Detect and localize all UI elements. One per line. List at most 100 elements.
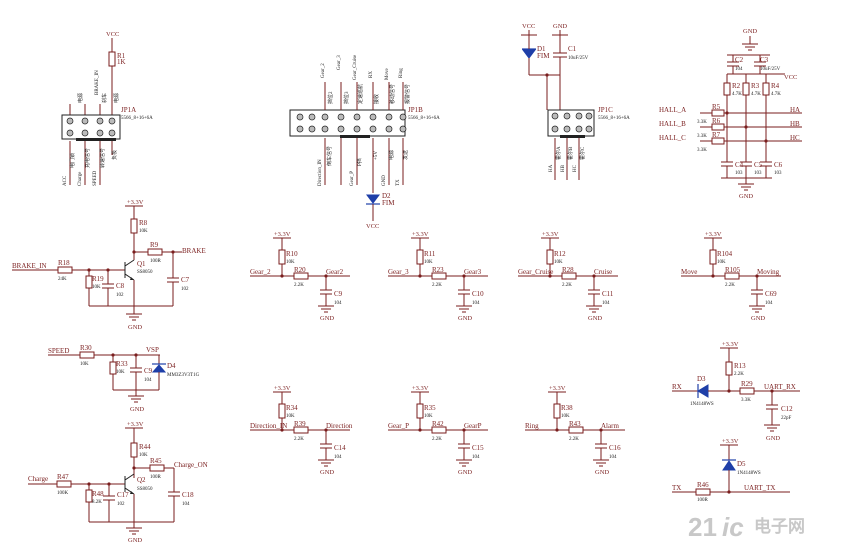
svg-text:103: 103 (754, 171, 762, 176)
svg-text:VCC: VCC (784, 74, 797, 81)
svg-text:104: 104 (334, 455, 342, 460)
svg-text:5566_8+16+6A: 5566_8+16+6A (598, 116, 630, 121)
hall-res-value: 3.3K (697, 120, 707, 125)
svg-text:GND: GND (382, 175, 387, 186)
svg-text:R38: R38 (561, 404, 573, 412)
svg-text:+3.3V: +3.3V (127, 199, 144, 206)
jp1a-ref: JP1A (121, 106, 136, 114)
svg-text:霍尔A: 霍尔A (555, 146, 562, 160)
svg-text:Gear3: Gear3 (464, 268, 482, 276)
svg-text:霍尔B: 霍尔B (567, 146, 574, 160)
svg-text:GND: GND (128, 324, 142, 331)
svg-text:GND: GND (553, 23, 567, 30)
svg-text:5566_8+16+6A: 5566_8+16+6A (408, 116, 440, 121)
svg-text:10K: 10K (92, 285, 101, 290)
svg-text:移动信号: 移动信号 (389, 84, 396, 104)
svg-text:Gear_P: Gear_P (350, 171, 355, 186)
jp1b-pin (321, 113, 329, 121)
svg-text:电源: 电源 (77, 93, 84, 103)
svg-text:103: 103 (735, 171, 743, 176)
svg-text:104: 104 (765, 301, 773, 306)
svg-text:2.2K: 2.2K (725, 283, 735, 288)
svg-text:HC: HC (573, 164, 578, 172)
svg-text:GND: GND (588, 315, 602, 322)
svg-text:+5V: +5V (374, 151, 379, 160)
hall-output-label: HA (790, 106, 800, 114)
svg-text:R18: R18 (58, 259, 70, 267)
jp1c-connector: VCC GND D1 FIM C1 10uF/25V JP1C 5566_8+1… (521, 23, 630, 180)
svg-text:C3: C3 (760, 56, 769, 64)
svg-text:Ring: Ring (525, 422, 539, 430)
svg-text:D1: D1 (537, 45, 546, 53)
svg-text:R45: R45 (150, 457, 162, 465)
svg-text:104: 104 (735, 67, 743, 72)
svg-text:Gear_2: Gear_2 (250, 268, 271, 276)
svg-text:电子网: 电子网 (754, 516, 805, 536)
svg-text:GND: GND (320, 469, 334, 476)
svg-text:GND: GND (130, 406, 144, 413)
svg-text:C4: C4 (735, 161, 744, 169)
svg-text:2.2K: 2.2K (432, 437, 442, 442)
svg-text:R44: R44 (139, 443, 151, 451)
svg-text:充电信号: 充电信号 (84, 148, 91, 168)
svg-text:Direction: Direction (326, 422, 353, 430)
svg-text:10K: 10K (80, 362, 89, 367)
hall-input-label: HALL_C (659, 134, 686, 142)
brake-net-label: BRAKE (182, 247, 206, 255)
svg-text:R9: R9 (150, 241, 159, 249)
d5-diode-icon (722, 460, 736, 471)
svg-text:UART_TX: UART_TX (744, 484, 775, 492)
svg-text:GND: GND (458, 469, 472, 476)
svg-text:104: 104 (334, 301, 342, 306)
svg-text:R11: R11 (424, 250, 436, 258)
svg-text:+3.3V: +3.3V (412, 231, 429, 238)
svg-text:VSP: VSP (146, 346, 159, 354)
svg-text:+3.3V: +3.3V (274, 385, 291, 392)
svg-text:21: 21 (688, 512, 717, 542)
svg-text:C12: C12 (781, 405, 793, 413)
svg-text:GND: GND (595, 469, 609, 476)
svg-text:C8: C8 (116, 282, 125, 290)
svg-text:C7: C7 (181, 276, 190, 284)
svg-text:10K: 10K (561, 414, 570, 419)
svg-text:102: 102 (181, 287, 189, 292)
svg-text:5566_8+16+6A: 5566_8+16+6A (121, 116, 153, 121)
svg-text:Gear_3: Gear_3 (388, 268, 409, 276)
svg-text:Alarm: Alarm (601, 422, 619, 430)
svg-text:C18: C18 (182, 491, 194, 499)
jp1b-pin (296, 125, 304, 133)
svg-text:R104: R104 (717, 250, 733, 258)
svg-text:GND: GND (743, 28, 757, 35)
svg-text:R10: R10 (286, 250, 298, 258)
svg-text:R33: R33 (116, 360, 128, 368)
hall-output-label: HB (790, 120, 800, 128)
jp1b-pin (308, 125, 316, 133)
svg-text:JP1C: JP1C (598, 106, 613, 114)
svg-text:Q2: Q2 (137, 476, 146, 484)
d3-diode-icon (697, 384, 709, 398)
svg-text:R34: R34 (286, 404, 298, 412)
svg-text:电门锁: 电门锁 (69, 153, 76, 168)
svg-text:1N4148WS: 1N4148WS (690, 402, 714, 407)
svg-text:ic: ic (722, 512, 744, 542)
svg-text:+3.3V: +3.3V (127, 421, 144, 428)
svg-text:FIM: FIM (382, 199, 395, 207)
svg-text:1K: 1K (117, 58, 126, 66)
svg-text:R1: R1 (117, 52, 126, 60)
svg-text:P挡: P挡 (356, 158, 363, 166)
svg-text:Cruise: Cruise (594, 268, 612, 276)
svg-text:VCC: VCC (366, 223, 379, 230)
svg-text:R12: R12 (554, 250, 566, 258)
svg-text:R30: R30 (80, 344, 92, 352)
svg-text:VCC: VCC (522, 23, 535, 30)
svg-text:C17: C17 (117, 491, 129, 499)
svg-text:GND: GND (751, 315, 765, 322)
svg-text:+3.3V: +3.3V (722, 438, 739, 445)
svg-text:Moving: Moving (757, 268, 780, 276)
svg-text:100R: 100R (150, 475, 162, 480)
svg-text:Q1: Q1 (137, 260, 146, 268)
